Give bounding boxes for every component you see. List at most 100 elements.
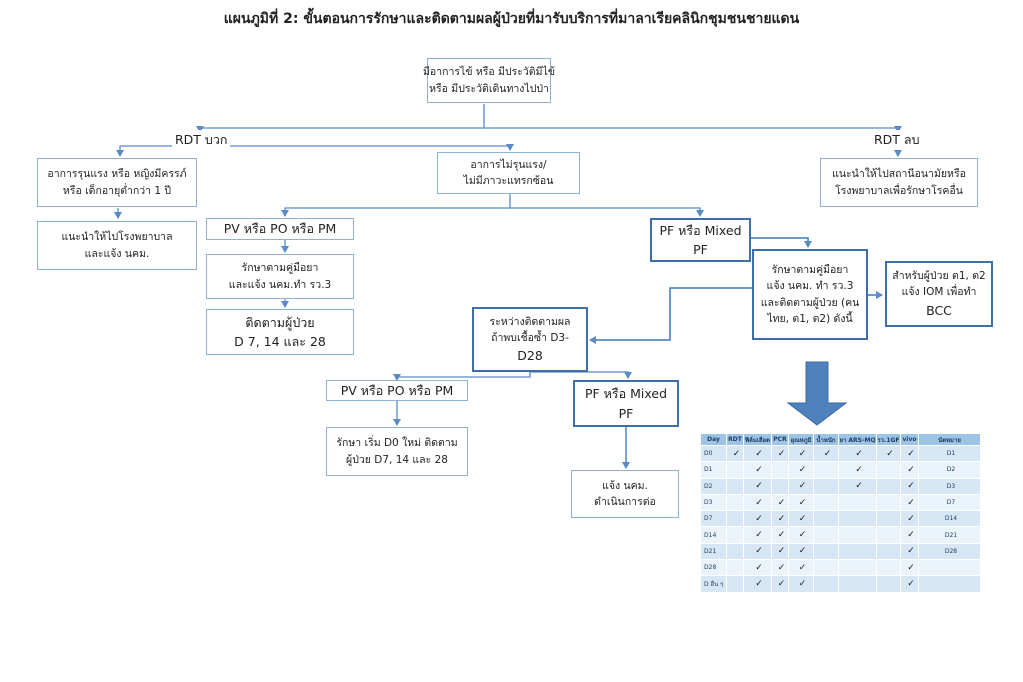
notify-line: แจ้ง นคม.: [602, 479, 648, 492]
pf-mixed-2-line: PF: [618, 405, 634, 421]
table-cell: [726, 542, 744, 561]
table-cell: [876, 526, 901, 544]
table-cell: ✓: [743, 526, 772, 544]
table-row: D7✓✓✓✓D14: [700, 510, 981, 528]
table-cell: ✓: [788, 510, 814, 528]
table-cell: ✓: [743, 542, 772, 561]
table-header-cell: อุณหภูมิ: [788, 433, 814, 446]
pf-treat-line: แจ้ง นคม. ทำ รว.3: [766, 280, 854, 293]
table-header-cell: vivo: [900, 433, 919, 446]
table-cell: ✓: [771, 444, 789, 463]
table-cell: [771, 477, 789, 495]
severe-line: อาการรุนแรง หรือ หญิงมีครรภ์: [47, 168, 187, 181]
pf-treat-line: รักษาตามคู่มือยา: [771, 263, 849, 276]
table-header-cell: RDT: [726, 433, 744, 446]
table-cell: ✓: [900, 493, 919, 512]
page-title: แผนภูมิที่ 2: ขั้นตอนการรักษาและติดตามผล…: [223, 11, 800, 27]
table-cell: ✓: [788, 542, 814, 561]
table-cell: [838, 493, 877, 512]
pv-po-pm-2-box: PV หรือ PO หรือ PM: [326, 380, 468, 401]
thai-ibc-line: BCC: [926, 302, 952, 318]
severe-box: อาการรุนแรง หรือ หญิงมีครรภ์ หรือ เด็กอา…: [37, 158, 197, 207]
table-row: D อื่น ๆ✓✓✓✓: [700, 575, 981, 593]
table-header-cell: PCR: [771, 433, 789, 446]
recheck-line: ระหว่างติดตามผล: [489, 315, 571, 328]
table-cell: D2: [700, 477, 727, 495]
table-cell: ✓: [900, 526, 919, 544]
pf-mixed-2-box: PF หรือ Mixed PF: [573, 380, 679, 427]
table-row: D0✓✓✓✓✓✓✓✓D1: [700, 444, 981, 463]
rdt-negative-label: RDT ลบ: [871, 130, 923, 150]
recheck-line: D28: [517, 348, 543, 364]
table-cell: ✓: [900, 575, 919, 593]
table-cell: [876, 559, 901, 577]
table-cell: D21: [700, 542, 727, 561]
table-cell: ✓: [876, 444, 901, 463]
table-cell: [813, 526, 839, 544]
table-cell: ✓: [900, 559, 919, 577]
pf-mixed-line: PF: [693, 242, 708, 257]
not-severe-box: อาการไม่รุนแรง/ ไม่มีภาวะแทรกซ้อน: [437, 152, 580, 194]
table-header-cell: Day: [700, 433, 727, 446]
table-cell: ✓: [771, 559, 789, 577]
table-cell: [813, 559, 839, 577]
table-cell: ✓: [771, 493, 789, 512]
table-cell: ✓: [900, 542, 919, 561]
table-cell: D28: [918, 542, 981, 561]
pf-treat-line: ไทย, ต1, ต2) ดังนี้: [767, 312, 853, 325]
table-cell: [813, 575, 839, 593]
start-line: มีอาการไข้ หรือ มีประวัติมีไข้: [423, 66, 555, 79]
table-row: D21✓✓✓✓D28: [700, 542, 981, 561]
recheck-line: ถ้าพบเชื้อซ้ำ D3-: [491, 331, 569, 344]
severe-refer-line: และแจ้ง นคม.: [84, 247, 150, 260]
pv-treat-line: รักษาตามคู่มือยา: [241, 262, 319, 275]
table-cell: [838, 575, 877, 593]
table-cell: D14: [700, 526, 727, 544]
table-cell: ✓: [743, 461, 772, 479]
table-cell: [726, 559, 744, 577]
table-cell: [876, 493, 901, 512]
table-cell: ✓: [788, 526, 814, 544]
table-header-cell: ฟิล์มเลือด: [743, 433, 772, 446]
table-cell: [838, 559, 877, 577]
table-cell: D อื่น ๆ: [700, 575, 727, 593]
table-cell: [813, 493, 839, 512]
start-box: มีอาการไข้ หรือ มีประวัติมีไข้ หรือ มีปร…: [423, 58, 555, 103]
table-cell: [876, 510, 901, 528]
table-cell: [726, 510, 744, 528]
pv-po-pm-box: PV หรือ PO หรือ PM: [206, 218, 354, 240]
table-cell: ✓: [900, 477, 919, 495]
pv-follow-box: ติดตามผู้ป่วย D 7, 14 และ 28: [206, 309, 354, 355]
pv-po-pm-2-label: PV หรือ PO หรือ PM: [340, 382, 454, 398]
table-cell: ✓: [743, 575, 772, 593]
table-header-cell: ยา ARS-MQ: [838, 433, 877, 446]
severe-line: หรือ เด็กอายุต่ำกว่า 1 ปี: [62, 184, 172, 197]
table-cell: D21: [918, 526, 981, 544]
table-cell: [726, 526, 744, 544]
thai-ibc-box: สำหรับผู้ป่วย ต1, ต2 แจ้ง IOM เพื่อทำ BC…: [885, 261, 993, 327]
pv-follow-line: ติดตามผู้ป่วย: [245, 314, 315, 330]
pf-mixed-box: PF หรือ Mixed PF: [650, 218, 751, 262]
table-row: D28✓✓✓✓: [700, 559, 981, 577]
table-cell: ✓: [788, 575, 814, 593]
table-cell: [771, 461, 789, 479]
table-cell: [838, 526, 877, 544]
pf-treat-box: รักษาตามคู่มือยา แจ้ง นคม. ทำ รว.3 และติ…: [752, 249, 868, 340]
table-cell: ✓: [788, 493, 814, 512]
table-cell: ✓: [788, 559, 814, 577]
table-cell: ✓: [743, 444, 772, 463]
table-cell: ✓: [771, 542, 789, 561]
table-header-cell: น้ำหนัก: [813, 433, 839, 446]
recheck-box: ระหว่างติดตามผล ถ้าพบเชื้อซ้ำ D3- D28: [472, 307, 588, 372]
table-cell: ✓: [743, 493, 772, 512]
table-cell: [813, 510, 839, 528]
table-cell: [726, 461, 744, 479]
table-cell: ✓: [743, 559, 772, 577]
pv-follow-line: D 7, 14 และ 28: [234, 334, 326, 349]
table-cell: D28: [700, 559, 727, 577]
pv-po-pm-label: PV หรือ PO หรือ PM: [223, 221, 337, 237]
table-header-cell: รว.1GF: [876, 433, 901, 446]
notify-box: แจ้ง นคม. ดำเนินการต่อ: [571, 470, 679, 518]
pv-treat-box: รักษาตามคู่มือยา และแจ้ง นคม.ทำ รว.3: [206, 254, 354, 299]
table-cell: [918, 559, 981, 577]
